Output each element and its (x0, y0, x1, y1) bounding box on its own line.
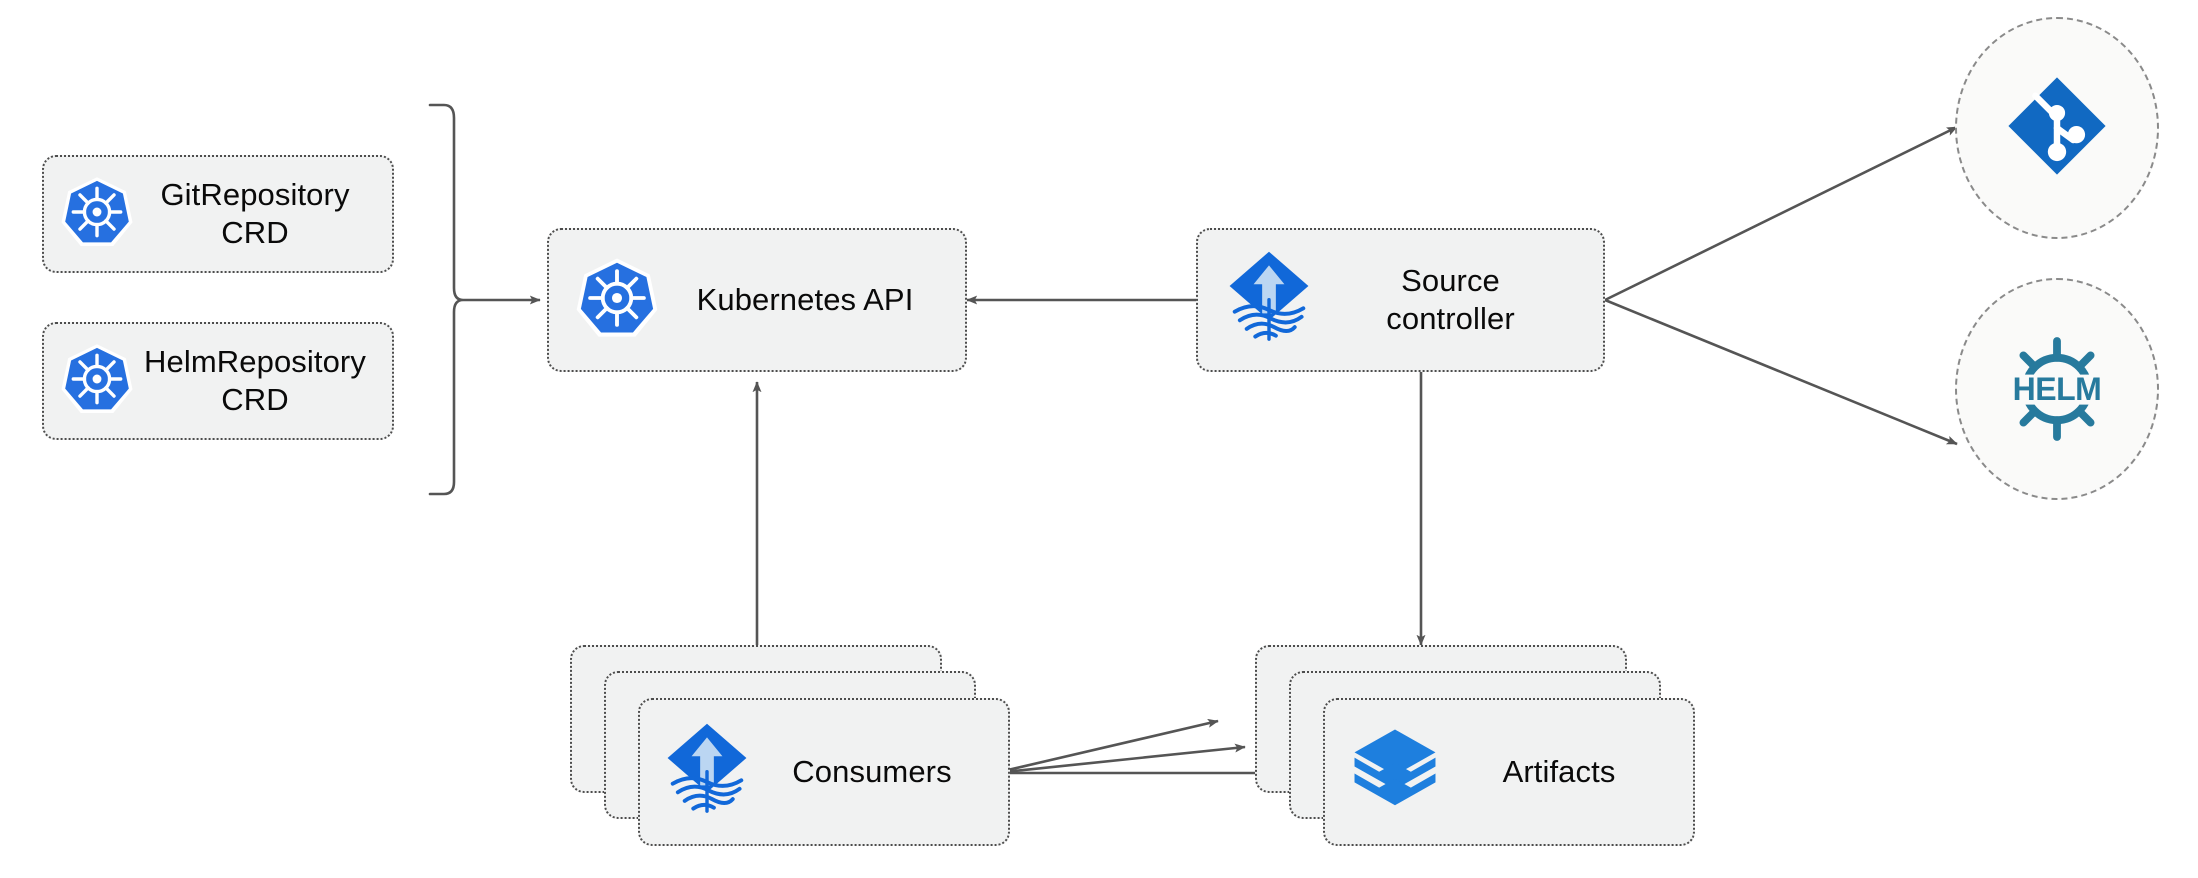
node-artifacts[interactable]: Artifacts (1323, 698, 1695, 846)
node-helmrepository-crd[interactable]: HelmRepository CRD (42, 322, 394, 440)
node-gitrepository-crd[interactable]: GitRepository CRD (42, 155, 394, 273)
node-git-provider[interactable] (1955, 17, 2159, 239)
node-source-controller[interactable]: Source controller (1196, 228, 1605, 372)
node-label: Kubernetes API (696, 282, 914, 318)
node-kubernetes-api[interactable]: Kubernetes API (547, 228, 967, 372)
node-consumers[interactable]: Consumers (638, 698, 1010, 846)
node-label: Artifacts (1502, 754, 1616, 790)
node-consumers-stack[interactable]: Consumers (570, 645, 1010, 853)
helm-icon: HELM (1997, 329, 2117, 449)
helm-wordmark: HELM (2012, 370, 2102, 407)
kubernetes-icon (60, 175, 134, 254)
node-label: Source controller (1386, 263, 1515, 336)
kubernetes-icon (60, 342, 134, 421)
git-icon (2003, 72, 2111, 185)
edge-source-controller-to-git (1604, 125, 1958, 302)
node-label: HelmRepository CRD (144, 344, 366, 417)
edge-source-controller-to-helm (1604, 298, 1958, 446)
layers-icon (1351, 726, 1439, 819)
node-helm-provider[interactable]: HELM (1955, 278, 2159, 500)
node-artifacts-stack[interactable]: Artifacts (1255, 645, 1695, 853)
node-label: GitRepository CRD (160, 177, 350, 250)
crd-group-bracket (428, 103, 464, 496)
flux-icon (664, 722, 750, 823)
edge-consumers-to-artifacts-middle (994, 743, 1246, 775)
node-label: Consumers (792, 754, 952, 790)
flux-icon (1226, 250, 1312, 351)
edge-consumers-to-artifacts-top (994, 718, 1219, 775)
kubernetes-icon (575, 256, 659, 345)
